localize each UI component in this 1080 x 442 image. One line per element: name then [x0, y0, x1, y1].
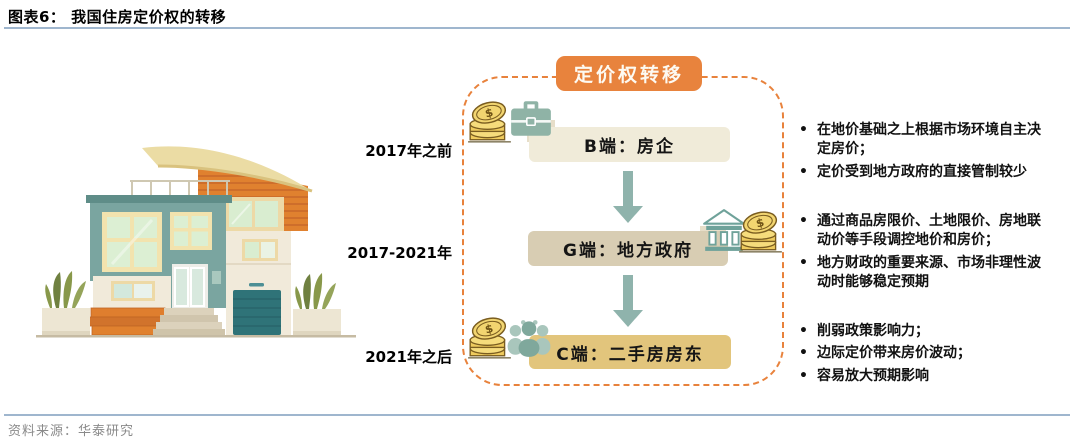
- bank-icon: [703, 209, 745, 251]
- ground-line: [36, 335, 356, 338]
- bullet-item: 定价受到地方政府的直接管制较少: [797, 163, 1049, 183]
- bullet-item: 边际定价带来房价波动；: [797, 344, 1049, 364]
- flow-title: 定价权转移: [556, 56, 702, 91]
- house-lower-block: [93, 276, 171, 308]
- svg-text:$: $: [483, 321, 494, 337]
- footer-rule: [4, 414, 1070, 416]
- house-railing: [130, 180, 230, 196]
- header-rule: [4, 27, 1070, 29]
- svg-text:$: $: [483, 105, 494, 121]
- house-roof: [142, 146, 313, 193]
- stage-box-g: G端：地方政府: [528, 231, 728, 266]
- house-eave: [86, 195, 232, 203]
- bullet-group-3: 削弱政策影响力； 边际定价带来房价波动； 容易放大预期影响: [797, 322, 1049, 389]
- house-window-mid: [170, 212, 212, 250]
- period-label-2: 2017-2021年: [347, 244, 452, 262]
- briefcase-icon: [511, 101, 551, 136]
- people-icon: [507, 320, 551, 357]
- source-note: 资料来源：华泰研究: [8, 423, 135, 438]
- bullet-item: 削弱政策影响力；: [797, 322, 1049, 342]
- coins-icon: $: [468, 101, 511, 143]
- period-label-1: 2017年之前: [365, 142, 452, 160]
- coins-icon: $: [468, 317, 511, 359]
- svg-text:$: $: [754, 215, 765, 231]
- house-illustration: [36, 146, 356, 338]
- down-arrow-icon: [613, 171, 643, 223]
- house-door: [172, 264, 221, 308]
- bullet-item: 容易放大预期影响: [797, 367, 1049, 387]
- period-label-3: 2021年之后: [365, 348, 452, 366]
- left-plant: [42, 271, 90, 335]
- down-arrow-icon: [613, 275, 643, 327]
- bullet-group-2: 通过商品房限价、土地限价、房地联动价等手段调控地价和房价； 地方财政的重要来源、…: [797, 212, 1049, 295]
- house-steps: [153, 308, 225, 335]
- stage-box-b: B端：房企: [529, 127, 730, 162]
- right-plant: [293, 273, 341, 335]
- figure-title: 图表6： 我国住房定价权的转移: [8, 8, 227, 26]
- bullet-item: 地方财政的重要来源、市场非理性波动时能够稳定预期: [797, 254, 1049, 293]
- house-window-large: [102, 212, 162, 272]
- house-garage: [233, 290, 281, 335]
- bullet-group-1: 在地价基础之上根据市场环境自主决定房价； 定价受到地方政府的直接管制较少: [797, 121, 1049, 185]
- stage-box-c: C端：二手房房东: [529, 335, 731, 369]
- bullet-item: 通过商品房限价、土地限价、房地联动价等手段调控地价和房价；: [797, 212, 1049, 251]
- coins-icon: $: [739, 211, 782, 253]
- bullet-item: 在地价基础之上根据市场环境自主决定房价；: [797, 121, 1049, 160]
